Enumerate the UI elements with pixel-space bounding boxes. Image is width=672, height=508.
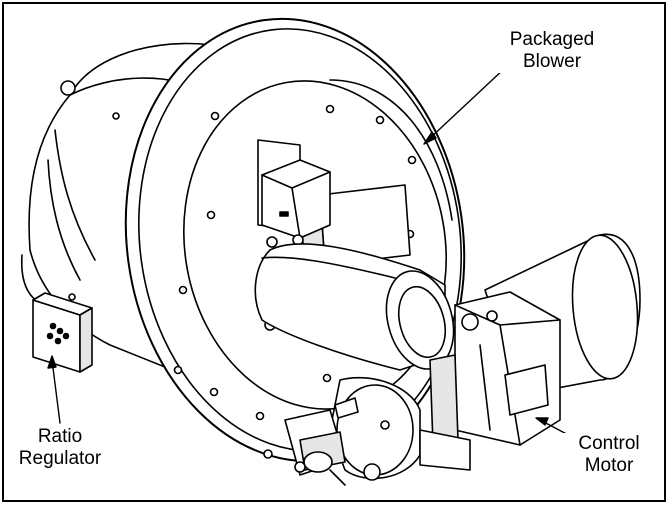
ratio-regulator xyxy=(32,292,93,373)
label-control-motor: Control Motor xyxy=(563,433,655,477)
junction-box xyxy=(261,159,331,246)
gas-valve-assembly xyxy=(263,376,471,486)
control-motor xyxy=(429,233,641,446)
label-packaged-blower: Packaged Blower xyxy=(496,29,608,73)
leader-lines xyxy=(47,67,579,441)
figure-border xyxy=(2,2,666,502)
label-ratio-regulator: Ratio Regulator xyxy=(4,426,116,470)
blower-motor xyxy=(254,243,455,371)
leader-packaged-blower xyxy=(427,67,506,141)
leader-ratio-regulator xyxy=(51,359,61,424)
